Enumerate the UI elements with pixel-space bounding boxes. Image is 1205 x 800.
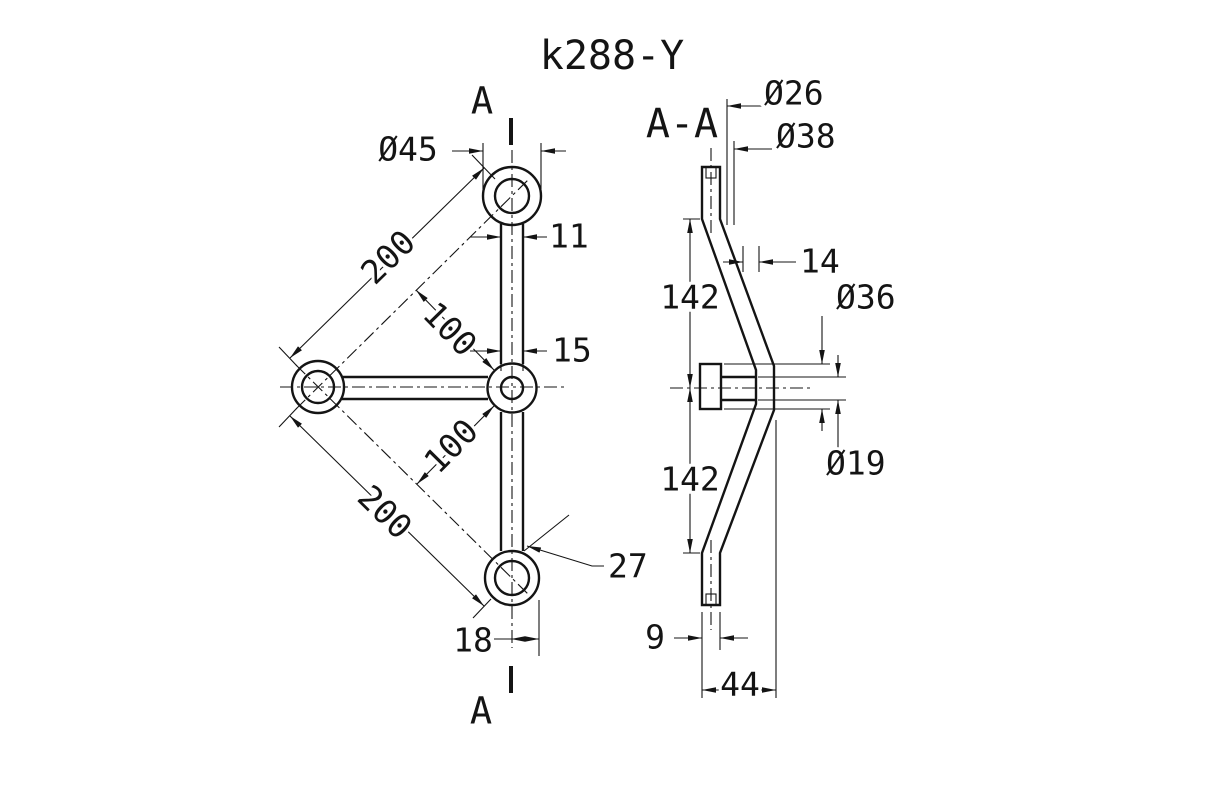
dim-boss-label: Ø38 <box>776 117 836 156</box>
dim-offset-bottom: 100 <box>413 405 495 485</box>
dim-span-lower-label: 142 <box>660 460 720 499</box>
dim-offset-top-label: 100 <box>415 294 485 364</box>
section-view: A-A Ø26 Ø38 <box>642 71 899 707</box>
dim-length-top-label: 200 <box>353 222 423 292</box>
dim-center-bore-label: 15 <box>552 331 592 370</box>
bottom-boss-bore-circle <box>493 559 531 597</box>
dim-stud-diameter: Ø19 <box>758 355 889 486</box>
dim-boss-diameter-label: Ø45 <box>378 130 438 169</box>
dim-arm-width-bottom: 27 <box>523 514 651 589</box>
dim-bore: Ø26 <box>726 71 827 225</box>
dim-stud-diameter-label: Ø19 <box>826 444 886 483</box>
dim-edge-offset-label: 18 <box>453 621 493 660</box>
dim-depth: 44 <box>701 420 777 707</box>
dim-span-upper: 142 <box>657 218 723 388</box>
dim-bore-label: Ø26 <box>764 74 824 113</box>
front-view: A A Ø45 200 100 11 <box>278 77 651 736</box>
dim-plate-thickness: 9 <box>642 612 748 660</box>
dim-plate-thickness-label: 9 <box>645 618 665 657</box>
dim-arm-width: 11 <box>470 214 592 259</box>
left-boss-bore-circle <box>300 369 336 405</box>
dim-arm-width-label: 11 <box>549 217 589 256</box>
stud-head <box>698 362 723 411</box>
dim-depth-label: 44 <box>720 665 760 704</box>
dim-span-lower: 142 <box>657 388 723 554</box>
dim-boss: Ø38 <box>733 114 839 225</box>
dim-arm-width-bottom-label: 27 <box>608 547 648 586</box>
dim-center-bore: 15 <box>470 328 595 373</box>
bottom-boss-outer-circle <box>483 549 541 607</box>
dim-offset-bottom-label: 100 <box>416 411 486 481</box>
dim-boss-diameter: Ø45 <box>375 127 566 189</box>
dim-offset-top: 100 <box>412 289 495 371</box>
section-centerlines <box>670 148 812 630</box>
section-view-title: A-A <box>646 101 718 147</box>
dim-length-bottom-label: 200 <box>350 477 420 547</box>
section-plate-profile <box>700 165 776 607</box>
left-boss-outer-circle <box>290 359 346 415</box>
section-cut-marks: A A <box>467 77 513 736</box>
drawing-title: k288-Y <box>540 33 685 79</box>
hub-bore-circle <box>499 375 525 401</box>
hub-flange-circle <box>486 362 538 414</box>
section-label-top: A <box>471 80 493 123</box>
dim-plate-offset: 14 <box>723 239 843 284</box>
dim-edge-offset: 18 <box>450 600 540 663</box>
spider-body-outline <box>290 165 543 607</box>
top-boss-bore-circle <box>493 177 531 215</box>
section-label-bottom: A <box>470 690 492 733</box>
dim-span-upper-label: 142 <box>660 278 720 317</box>
dim-head-diameter-label: Ø36 <box>836 278 896 317</box>
dim-plate-offset-label: 14 <box>800 242 840 281</box>
dim-head-diameter: Ø36 <box>724 275 899 431</box>
